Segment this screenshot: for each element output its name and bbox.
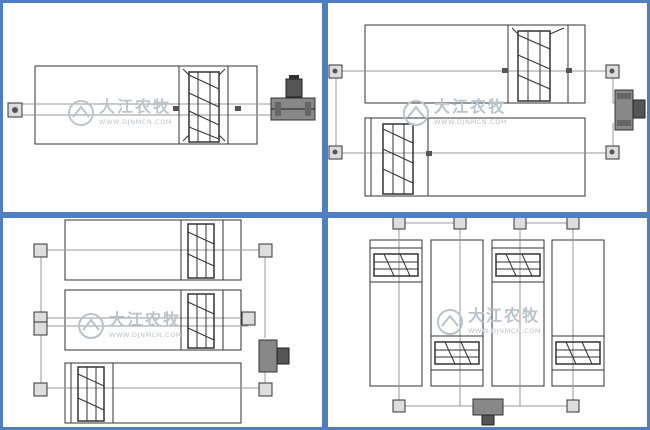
manure-pool-1 bbox=[369, 239, 423, 387]
corner-pulley bbox=[566, 399, 580, 413]
manure-pool-2 bbox=[430, 239, 484, 387]
cable-line bbox=[335, 71, 614, 154]
single-pool-diagram: 大江农牧 WWW.DJNMCN.COM bbox=[7, 65, 316, 145]
corner-pulley bbox=[513, 218, 527, 230]
corner-pulley bbox=[566, 218, 580, 230]
manure-pool bbox=[34, 65, 258, 145]
scraper-unit-4 bbox=[552, 335, 604, 371]
manure-pool-bottom bbox=[364, 117, 586, 197]
scraper-unit-top bbox=[502, 25, 572, 103]
cable-line bbox=[398, 222, 461, 407]
corner-pulley bbox=[33, 321, 48, 336]
scraper-unit-3 bbox=[70, 363, 114, 423]
manure-pool-3 bbox=[64, 362, 242, 424]
panel-single-pool-layout: 大江农牧 WWW.DJNMCN.COM bbox=[3, 3, 322, 212]
drive-motor-unit bbox=[614, 89, 646, 131]
watermark-url: WWW.DJNMCN.COM bbox=[99, 118, 172, 126]
scraper-unit-2 bbox=[431, 335, 483, 371]
two-pool-diagram: 大江农牧 WWW.DJNMCN.COM bbox=[328, 24, 646, 197]
drive-motor-unit bbox=[472, 398, 504, 426]
panel-two-pool-layout: 大江农牧 WWW.DJNMCN.COM bbox=[328, 3, 647, 212]
manure-pool-3 bbox=[491, 239, 545, 387]
drive-motor-unit bbox=[270, 75, 316, 121]
watermark-brand: 大江农牧 bbox=[99, 97, 171, 116]
corner-pulley bbox=[241, 311, 256, 326]
corner-pulley bbox=[258, 243, 273, 258]
corner-pulley bbox=[392, 218, 406, 230]
four-pool-diagram: 大江农牧 WWW.DJNMCN.COM bbox=[369, 218, 605, 426]
corner-pulley bbox=[258, 382, 273, 397]
watermark-url: WWW.DJNMCN.COM bbox=[109, 331, 182, 339]
scraper-unit-1 bbox=[370, 247, 422, 283]
pulley-wheel-icon bbox=[12, 107, 18, 113]
corner-pulley bbox=[33, 243, 48, 258]
watermark: 大江农牧 WWW.DJNMCN.COM bbox=[68, 97, 172, 126]
scraper-unit-bottom bbox=[370, 118, 432, 196]
panel-three-pool-layout: 大江农牧 WWW.DJNMCN.COM bbox=[3, 218, 322, 427]
watermark-url: WWW.DJNMCN.COM bbox=[468, 327, 541, 335]
watermark: 大江农牧 WWW.DJNMCN.COM bbox=[403, 97, 507, 126]
three-pool-diagram: 大江农牧 WWW.DJNMCN.COM bbox=[33, 219, 290, 424]
watermark: 大江农牧 WWW.DJNMCN.COM bbox=[78, 310, 182, 339]
manure-pool-top bbox=[364, 24, 586, 104]
watermark-brand: 大江农牧 bbox=[434, 97, 506, 116]
manure-pool-4 bbox=[551, 239, 605, 387]
scraper-unit-2 bbox=[180, 290, 224, 350]
watermark: 大江农牧 WWW.DJNMCN.COM bbox=[437, 306, 541, 335]
corner-pulley bbox=[392, 399, 406, 413]
scraper-unit-1 bbox=[180, 220, 224, 280]
corner-pulley bbox=[453, 218, 467, 230]
panel-four-pool-layout: 大江农牧 WWW.DJNMCN.COM bbox=[328, 218, 647, 427]
manure-pool-2 bbox=[64, 289, 242, 351]
watermark-brand: 大江农牧 bbox=[109, 310, 181, 329]
drive-motor-unit bbox=[258, 339, 290, 373]
scraper-unit-3 bbox=[492, 247, 544, 283]
watermark-url: WWW.DJNMCN.COM bbox=[434, 118, 507, 126]
scraper-unit bbox=[173, 66, 241, 144]
watermark-brand: 大江农牧 bbox=[468, 306, 540, 325]
corner-pulley bbox=[33, 382, 48, 397]
